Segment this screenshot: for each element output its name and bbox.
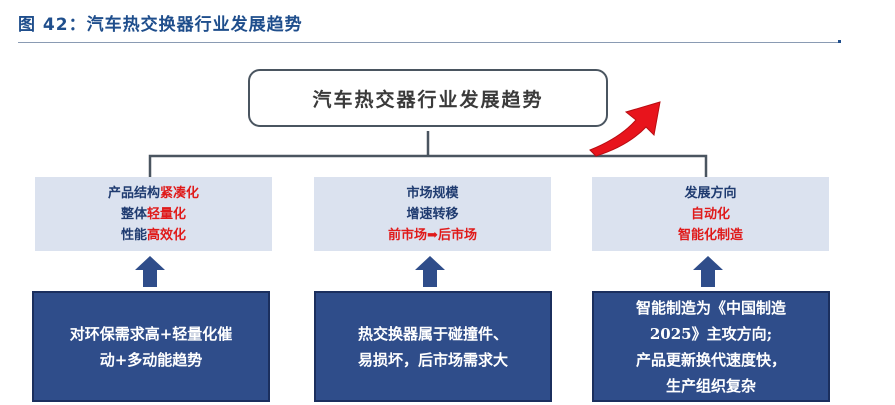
mid-box-text: 增速转移	[406, 206, 459, 222]
figure-title: 图 42：汽车热交换器行业发展趋势	[18, 15, 303, 35]
highlight-text: 轻量化	[147, 206, 187, 222]
bottom-box-line: 热交换器属于碰撞件、	[357, 324, 508, 343]
highlight-text: ➡	[427, 227, 438, 243]
mid-box-line: 整体轻量化	[121, 204, 186, 225]
mid-box-line: 性能高效化	[121, 225, 186, 246]
highlight-text: 前市场	[388, 227, 428, 243]
trend-arrow-icon	[589, 101, 661, 157]
mid-box-line: 产品结构紧凑化	[108, 183, 199, 204]
title-rule-end	[838, 40, 841, 43]
mid-box-text: 性能	[120, 227, 147, 243]
highlight-text: 智能化制造	[677, 227, 743, 243]
mid-box-line: 自动化	[691, 204, 730, 225]
title-rule	[18, 42, 840, 43]
bottom-box-line: 产品更新换代速度快，	[635, 350, 786, 369]
mid-box-product: 产品结构紧凑化整体轻量化性能高效化	[35, 177, 272, 251]
bottom-box-direction: 智能制造为《中国制造 2025》主攻方向; 产品更新换代速度快， 生产组织复杂	[592, 291, 830, 402]
mid-box-market: 市场规模增速转移前市场➡后市场	[314, 177, 551, 251]
mid-box-text: 产品结构	[107, 185, 160, 201]
mid-box-text: 市场规模	[406, 185, 459, 201]
bottom-box-line: 易损坏，后市场需求大	[357, 350, 508, 369]
mid-box-direction: 发展方向自动化智能化制造	[592, 177, 829, 251]
bracket-connector	[148, 131, 708, 177]
highlight-text: 紧凑化	[160, 185, 200, 201]
mid-box-text: 发展方向	[684, 185, 737, 201]
highlight-text: 自动化	[690, 206, 730, 222]
bottom-box-line: 智能制造为《中国制造	[635, 298, 786, 317]
highlight-text: 高效化	[147, 227, 187, 243]
mid-box-line: 前市场➡后市场	[388, 225, 477, 246]
up-arrow-icon	[135, 256, 165, 287]
bottom-box-line: 2025》主攻方向;	[649, 324, 773, 343]
bottom-box-product: 对环保需求高+轻量化催动+多动能趋势	[32, 291, 270, 402]
highlight-text: 后市场	[437, 227, 477, 243]
mid-box-text: 整体	[120, 206, 147, 222]
up-arrow-icon	[693, 256, 723, 287]
bottom-box-line: 动+多动能趋势	[99, 350, 203, 369]
up-arrow-icon	[415, 256, 445, 287]
bottom-box-market: 热交换器属于碰撞件、易损坏，后市场需求大	[314, 291, 552, 402]
bottom-box-line: 生产组织复杂	[665, 376, 756, 395]
main-trend-label: 汽车热交器行业发展趋势	[312, 88, 544, 111]
bottom-box-line: 对环保需求高+轻量化催	[69, 324, 233, 343]
mid-box-line: 增速转移	[406, 204, 458, 225]
mid-box-line: 发展方向	[684, 183, 736, 204]
mid-box-line: 智能化制造	[678, 225, 743, 246]
main-trend-box: 汽车热交器行业发展趋势	[248, 69, 608, 127]
mid-box-line: 市场规模	[406, 183, 458, 204]
